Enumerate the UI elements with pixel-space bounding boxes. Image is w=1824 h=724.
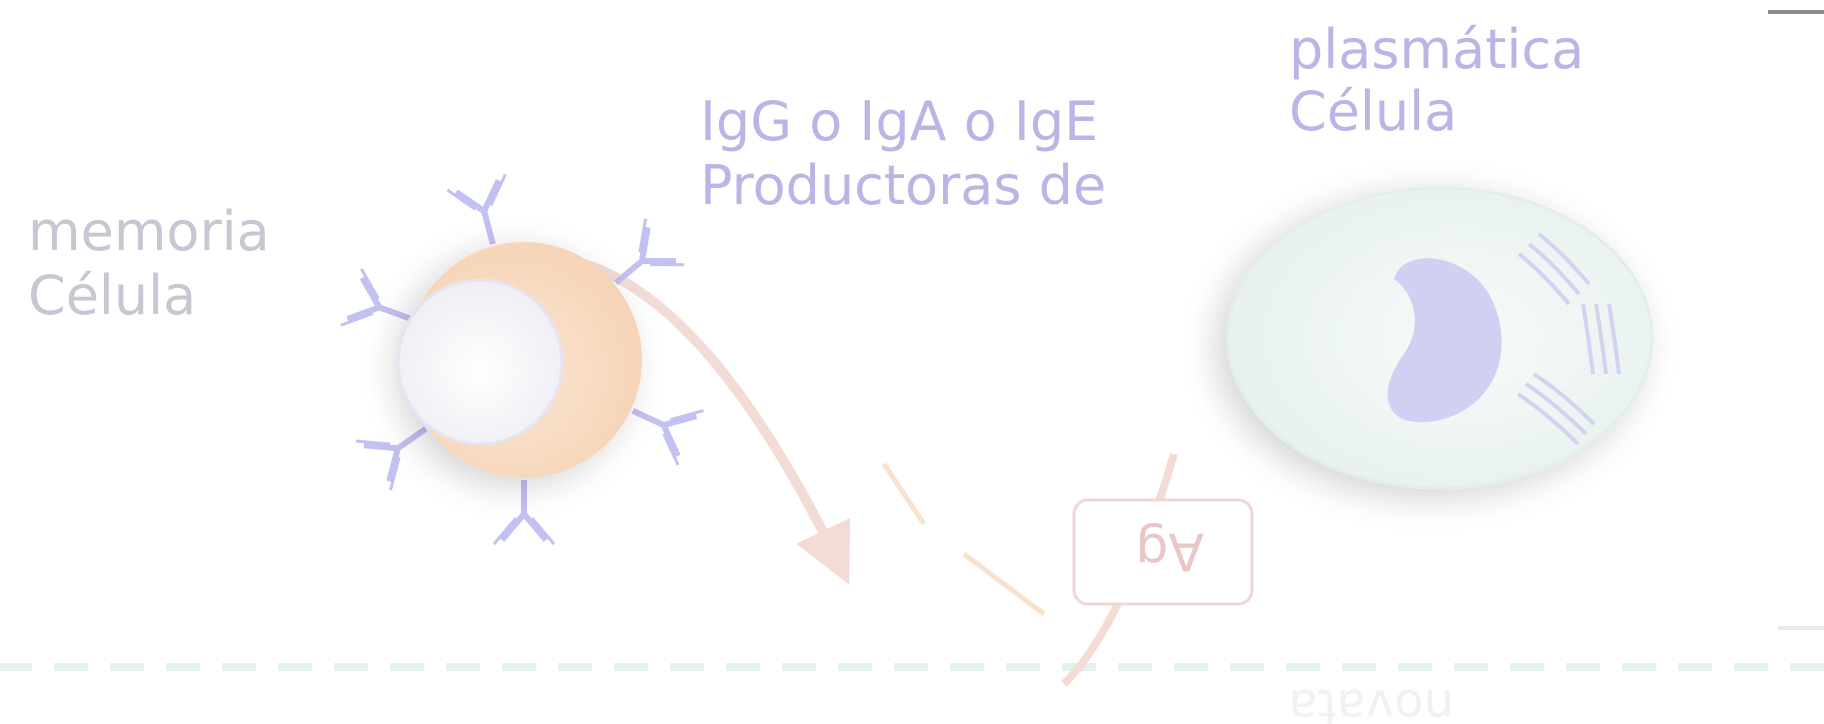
memory-cell-label: Célula memoria: [28, 200, 270, 327]
naive-label: novata: [1288, 678, 1454, 724]
producers-label: Productoras de IgG o IgA o IgE: [700, 90, 1106, 217]
plasma-nucleus: [1387, 258, 1502, 423]
plasma-cell-label: Célula plasmática: [1289, 18, 1584, 143]
producers-label-line1: Productoras de: [700, 154, 1106, 217]
memory-label-line2: memoria: [28, 200, 270, 263]
memory-cell: [341, 175, 704, 544]
antigen-label: Ag: [1135, 521, 1204, 581]
antigen-box: [1072, 498, 1254, 606]
arrow-ag-right: [962, 552, 1046, 616]
producers-label-line2: IgG o IgA o IgE: [700, 90, 1098, 153]
memory-label-line1: Célula: [28, 264, 196, 327]
plasma-label-line1: Célula: [1289, 80, 1457, 143]
arrow-ag-left: [881, 462, 927, 526]
plasma-label-line2: plasmática: [1289, 18, 1584, 81]
rotated-scene: novata Ag: [0, 10, 1824, 724]
plasma-er: [1516, 232, 1621, 446]
